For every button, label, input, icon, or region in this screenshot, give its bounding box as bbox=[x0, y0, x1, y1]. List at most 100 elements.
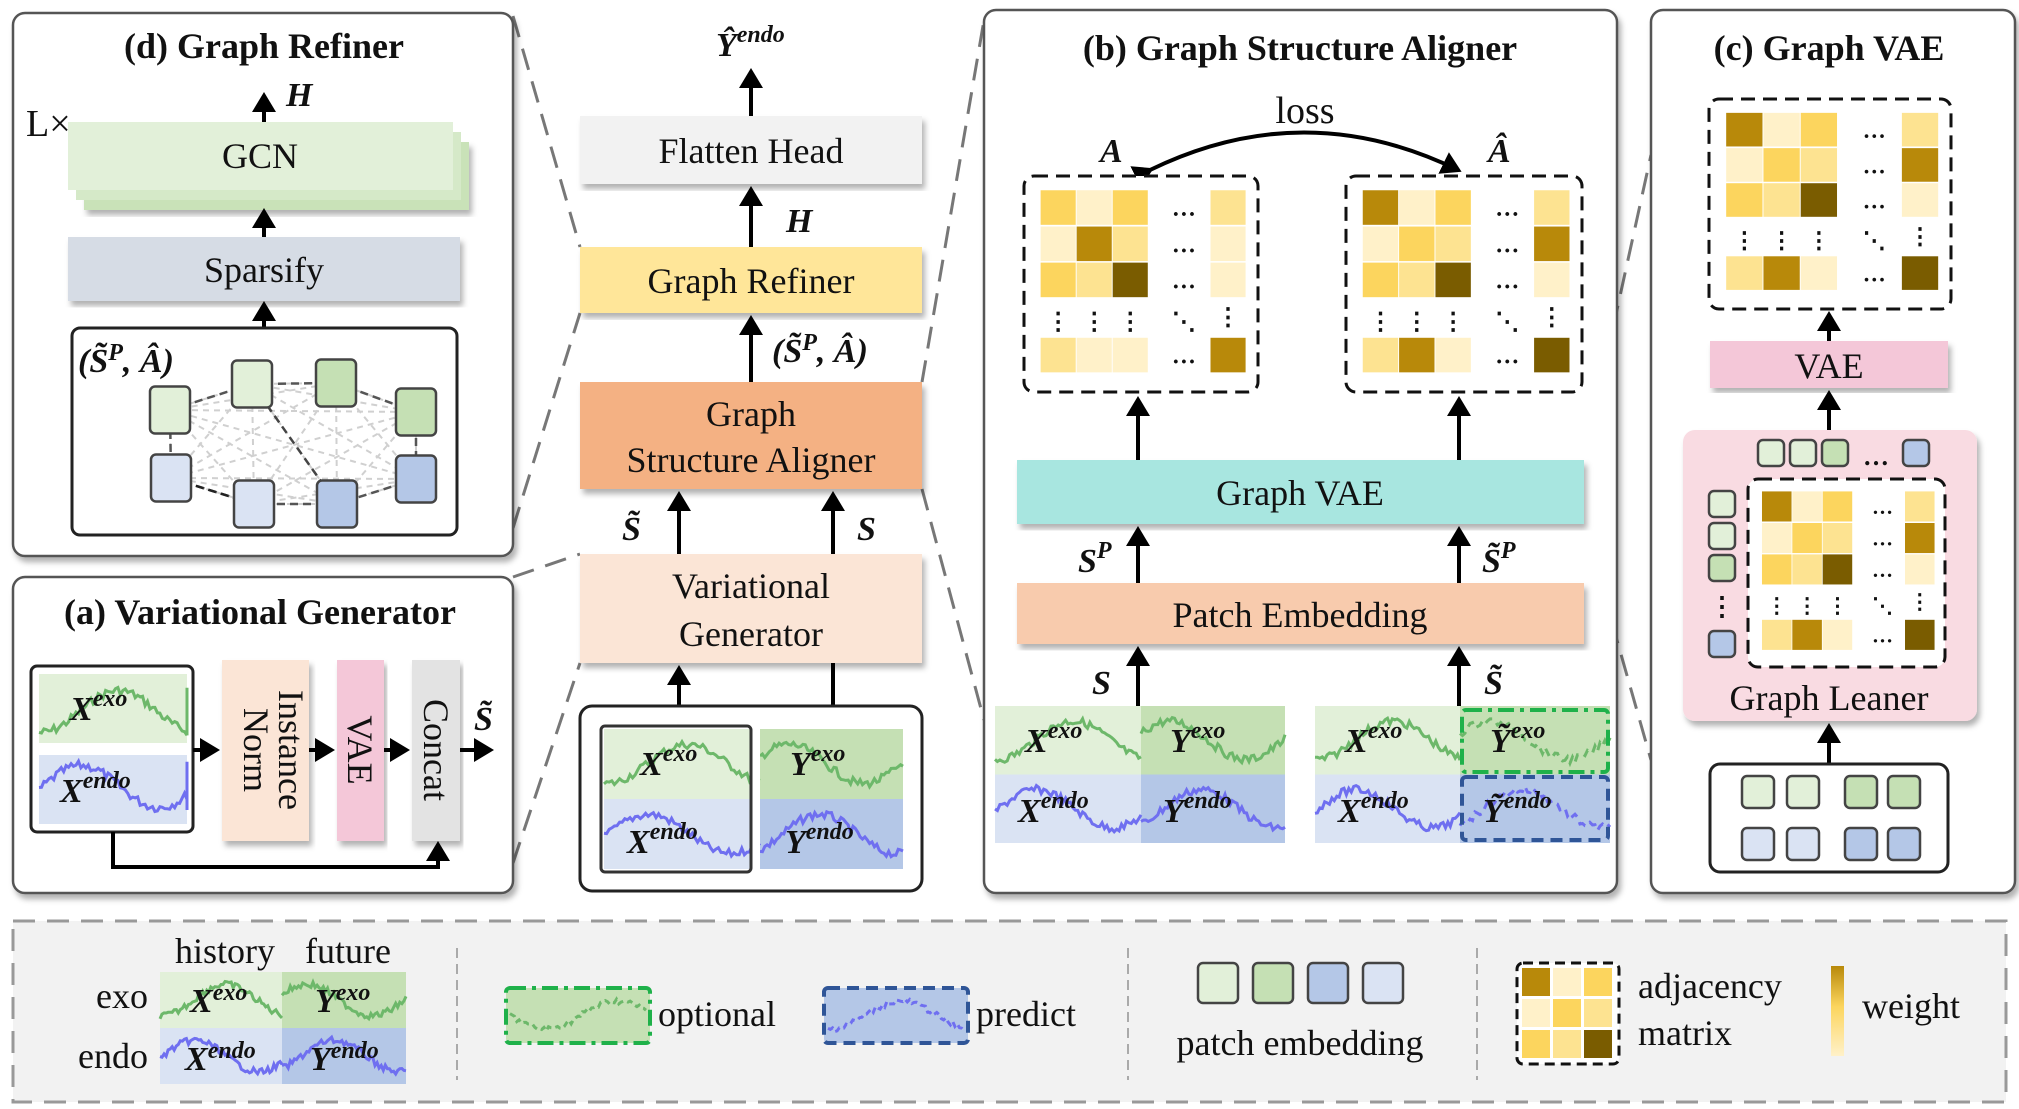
graph-input-label: (S̃P, Â) bbox=[78, 340, 174, 380]
ellipsis: ⋮ bbox=[1827, 593, 1848, 617]
patch-node bbox=[1707, 553, 1737, 583]
sparsify-label: Sparsify bbox=[204, 250, 324, 290]
loss-arrow bbox=[1130, 130, 1462, 188]
patch-node bbox=[1707, 629, 1737, 659]
matrix-cell bbox=[1905, 554, 1935, 585]
connector-line bbox=[511, 662, 582, 864]
matrix-cell bbox=[1534, 190, 1570, 225]
weight-colorbar bbox=[1831, 966, 1844, 1056]
ellipsis: … bbox=[1863, 188, 1886, 213]
matrix-cell bbox=[1553, 968, 1581, 996]
graph-learner-label: Graph Leaner bbox=[1730, 678, 1929, 718]
matrix-cell bbox=[1112, 226, 1148, 262]
series-line bbox=[280, 978, 408, 1022]
graph-edge bbox=[169, 409, 417, 413]
instance-norm-label: Norm bbox=[236, 708, 276, 792]
legend: history future exo endo Xexo Yexo Xendo … bbox=[11, 919, 2008, 1104]
matrix-cell bbox=[1399, 226, 1435, 262]
patch-node bbox=[1707, 489, 1737, 519]
matrix-cell bbox=[1901, 256, 1939, 290]
matrix-cell bbox=[1584, 1030, 1612, 1058]
x-endo-label: Xendo bbox=[1337, 788, 1409, 830]
panel-graph-structure-aligner: (b) Graph Structure Aligner loss A Â ………… bbox=[982, 8, 1619, 895]
panel-title: (b) Graph Structure Aligner bbox=[1083, 28, 1517, 68]
matrix-cell bbox=[1901, 183, 1939, 217]
matrix-cell bbox=[1435, 337, 1471, 373]
matrix-cell bbox=[1905, 491, 1935, 522]
y-endo-label: Yendo bbox=[1163, 788, 1232, 830]
ellipsis: ⋮ bbox=[1733, 228, 1756, 253]
matrix-cell bbox=[1210, 262, 1246, 298]
patch-node bbox=[1756, 438, 1786, 468]
loss-label: loss bbox=[1275, 90, 1334, 132]
y-exo-label: Yexo bbox=[315, 980, 370, 1020]
matrix-cell bbox=[1210, 190, 1246, 225]
matrix-cell bbox=[1905, 522, 1935, 554]
matrix-cell bbox=[1553, 1030, 1581, 1058]
exo-future-cell bbox=[760, 729, 903, 799]
ellipsis: ⋮ bbox=[1118, 309, 1142, 335]
patch-embeddings bbox=[1740, 774, 1922, 862]
endo-label: endo bbox=[78, 1036, 148, 1076]
patch-node bbox=[394, 454, 438, 504]
h-label: H bbox=[285, 77, 314, 114]
matrix-cell bbox=[1522, 999, 1550, 1027]
series-line bbox=[603, 738, 761, 787]
predict-label: predict bbox=[976, 994, 1076, 1034]
graph-vae-label: Graph VAE bbox=[1216, 473, 1384, 513]
series-line bbox=[281, 1034, 407, 1077]
matrix-cell bbox=[1763, 256, 1800, 290]
ellipsis: ⋮ bbox=[1909, 224, 1932, 249]
connector-line bbox=[920, 488, 986, 721]
graph-learner-contents: …⋮…………⋮⋮⋮⋮⋱ bbox=[1707, 438, 1947, 669]
matrix-cell bbox=[1399, 262, 1435, 298]
ellipsis: … bbox=[1863, 153, 1886, 178]
matrix-cell bbox=[1761, 522, 1792, 554]
aligner-label: Structure Aligner bbox=[627, 440, 876, 480]
row-gap bbox=[39, 743, 187, 755]
ellipsis: ⋮ bbox=[1909, 590, 1930, 614]
ellipsis: … bbox=[1495, 344, 1519, 370]
adjacency-matrix-a-hat: …………⋮⋮⋮⋮⋱ bbox=[1344, 174, 1584, 394]
exo-future-cell bbox=[1141, 706, 1285, 775]
series-line bbox=[1314, 783, 1462, 833]
patch-node bbox=[1901, 438, 1931, 468]
matrix-cell bbox=[1763, 148, 1800, 182]
x-endo-label: Xendo bbox=[1017, 788, 1089, 830]
adjacency-label: adjacency bbox=[1638, 966, 1782, 1006]
graph-edge bbox=[169, 409, 338, 505]
series-line bbox=[759, 739, 904, 790]
matrix-cell bbox=[1210, 226, 1246, 262]
y-exo-label: Yexo bbox=[1170, 718, 1225, 760]
x-exo-label: Xexo bbox=[69, 686, 127, 728]
series-line bbox=[509, 996, 647, 1034]
ellipsis: … bbox=[1872, 558, 1893, 582]
matrix-cell bbox=[1522, 1030, 1550, 1058]
x-endo-label: Xendo bbox=[184, 1038, 256, 1078]
series-line bbox=[38, 685, 189, 737]
matrix-cell bbox=[1792, 491, 1822, 522]
x-exo-label: Xexo bbox=[1344, 718, 1402, 760]
matrix-label: matrix bbox=[1638, 1013, 1732, 1053]
ellipsis: ⋮ bbox=[1368, 309, 1392, 335]
endo-history-cell bbox=[604, 799, 760, 869]
graph-edge bbox=[170, 477, 417, 480]
ellipsis: … bbox=[1172, 269, 1196, 295]
a-label: A bbox=[1098, 133, 1123, 170]
matrix-cell bbox=[1584, 968, 1612, 996]
output-label: Ŷendo bbox=[716, 22, 785, 64]
graph-edge bbox=[170, 411, 417, 479]
s-tilde-label: S̃ bbox=[1484, 665, 1503, 702]
patch-node bbox=[1843, 826, 1879, 862]
connector-line bbox=[512, 552, 581, 579]
matrix-cell bbox=[1761, 619, 1792, 650]
patch-node bbox=[314, 358, 358, 408]
patch-node bbox=[1196, 961, 1240, 1005]
main-pipeline: Ŷendo Flatten Head H Graph Refiner (S̃P,… bbox=[578, 22, 924, 893]
ellipsis: … bbox=[1872, 495, 1893, 519]
patch-embedding-label: Patch Embedding bbox=[1173, 595, 1428, 635]
concat-label: Concat bbox=[416, 699, 456, 801]
matrix-cell bbox=[1362, 337, 1399, 373]
ellipsis: ⋮ bbox=[1770, 228, 1793, 253]
matrix-cell bbox=[1112, 337, 1148, 373]
